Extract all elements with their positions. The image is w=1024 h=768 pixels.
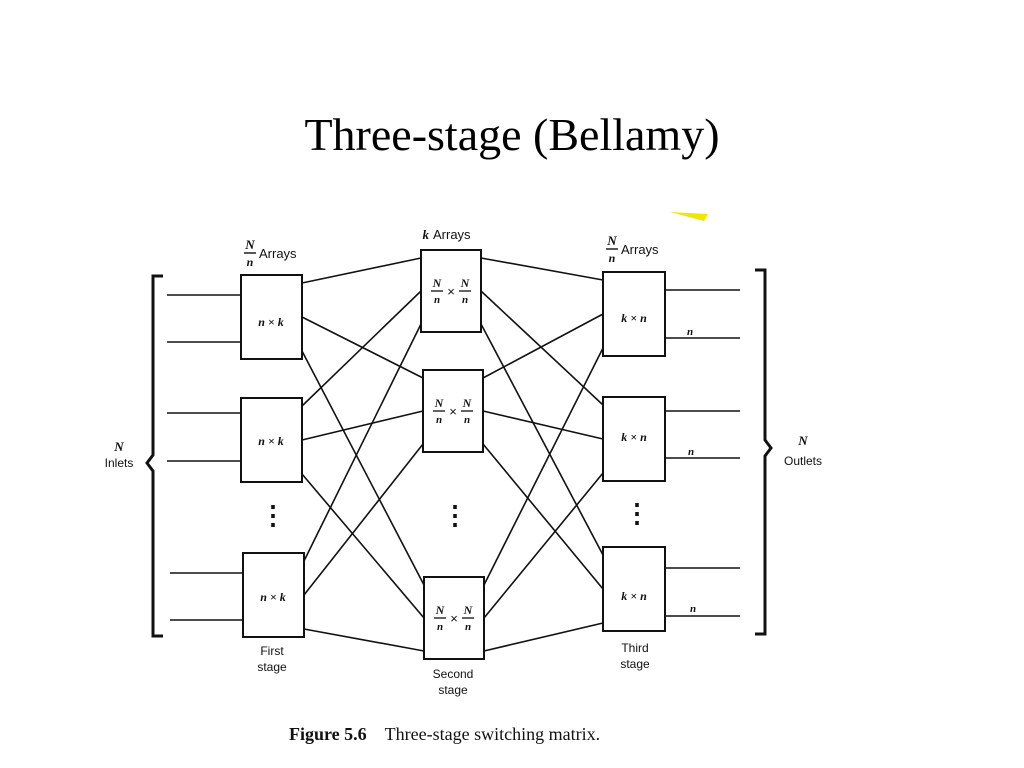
inlets-var: N: [113, 439, 124, 454]
stage3-block: [602, 396, 666, 482]
inlets-label: Inlets: [105, 456, 134, 470]
stage1-stage2-link: [301, 290, 422, 407]
figure-caption: Figure 5.6 Three-stage switching matrix.: [289, 724, 600, 745]
outlets-label: Outlets: [784, 454, 822, 468]
outlet-group-count: n: [688, 446, 694, 458]
first-stage-label-line2: stage: [257, 660, 287, 674]
stage3-arrays-text: Arrays: [621, 242, 659, 257]
stage3-arrays-header: N n Arrays: [606, 233, 659, 265]
second-stage-label-line1: Second: [433, 667, 474, 681]
wiring: [167, 257, 740, 652]
stage1-block-label: n × k: [258, 434, 284, 448]
third-stage-blocks: k × n k × n k × n: [602, 271, 666, 632]
stage1-stage2-link: [303, 443, 424, 596]
stage2-label-denominator: n: [436, 414, 442, 426]
stage1-block-label: n × k: [260, 590, 286, 604]
stage2-label-denominator: n: [465, 621, 471, 633]
stage2-arrays-text: Arrays: [433, 227, 471, 242]
stage2-label-numerator: N: [434, 396, 445, 410]
stage1-stage2-link: [301, 350, 425, 586]
outlet-group-count: n: [687, 326, 693, 338]
slide-title: Three-stage (Bellamy): [304, 109, 720, 160]
stage2-label-numerator: N: [460, 276, 471, 290]
stage2-label-denominator: n: [434, 294, 440, 306]
stage3-block: [602, 271, 666, 357]
stage2-label-numerator: N: [463, 603, 474, 617]
inlets-bracket: [145, 274, 163, 638]
second-stage-blocks: [420, 249, 485, 660]
figure-number: Figure 5.6: [289, 724, 367, 744]
highlighter-mark: [670, 212, 708, 221]
stage1-block: [242, 552, 305, 638]
stage3-arrays-numerator: N: [606, 233, 617, 248]
outlet-group-count: n: [690, 603, 696, 615]
stage2-label-numerator: N: [435, 603, 446, 617]
stage1-stage2-link: [303, 628, 425, 652]
third-stage-label-line2: stage: [620, 657, 650, 671]
stage3-block: [602, 546, 666, 632]
stage2-label-numerator: N: [462, 396, 473, 410]
stage2-ellipsis: ⋮: [442, 500, 468, 530]
stage1-arrays-text: Arrays: [259, 246, 297, 261]
stage1-block-label: n × k: [258, 315, 284, 329]
stage2-arrays-var: k: [423, 227, 430, 242]
stage1-stage2-link: [301, 257, 422, 284]
stage2-stage3-link: [483, 622, 604, 652]
stage1-ellipsis: ⋮: [260, 500, 286, 530]
stage2-stage3-link: [480, 257, 604, 281]
stage3-block-label: k × n: [621, 589, 647, 603]
stage1-arrays-numerator: N: [244, 237, 255, 252]
stage2-stage3-link: [480, 290, 604, 406]
stage2-arrays-header: k Arrays: [423, 227, 472, 242]
stage2-stage3-link: [482, 410, 604, 440]
stage2-label-denominator: n: [462, 294, 468, 306]
stage3-arrays-denominator: n: [609, 251, 616, 265]
stage2-label-denominator: n: [464, 414, 470, 426]
stage1-block: [240, 397, 303, 483]
first-stage-label-line1: First: [260, 644, 284, 658]
stage1-arrays-header: N n Arrays: [244, 237, 297, 269]
stage1-block: [240, 274, 303, 360]
stage1-stage2-link: [301, 410, 424, 441]
outlets-bracket: [755, 268, 773, 636]
stage2-stage3-link: [483, 472, 604, 619]
stage2-stage3-link: [482, 443, 604, 590]
stage2-label-denominator: n: [437, 621, 443, 633]
stage2-label-times: ×: [447, 284, 455, 299]
stage1-arrays-denominator: n: [247, 255, 254, 269]
stage3-ellipsis: ⋮: [624, 498, 650, 528]
stage1-stage2-link: [301, 473, 425, 619]
stage3-block-label: k × n: [621, 430, 647, 444]
stage2-label-times: ×: [449, 404, 457, 419]
stage2-stage3-link: [482, 313, 604, 379]
stage1-stage2-link: [303, 323, 422, 562]
stage3-block-label: k × n: [621, 311, 647, 325]
third-stage-label-line1: Third: [621, 641, 648, 655]
stage2-stage3-link: [480, 323, 604, 556]
outlets-var: N: [797, 433, 808, 448]
stage2-stage3-link: [483, 347, 604, 586]
figure-caption-text: Three-stage switching matrix.: [384, 724, 601, 744]
first-stage-blocks: n × k n × k n × k: [240, 274, 305, 638]
stage2-label-numerator: N: [432, 276, 443, 290]
second-stage-label-line2: stage: [438, 683, 468, 697]
stage2-label-times: ×: [450, 611, 458, 626]
